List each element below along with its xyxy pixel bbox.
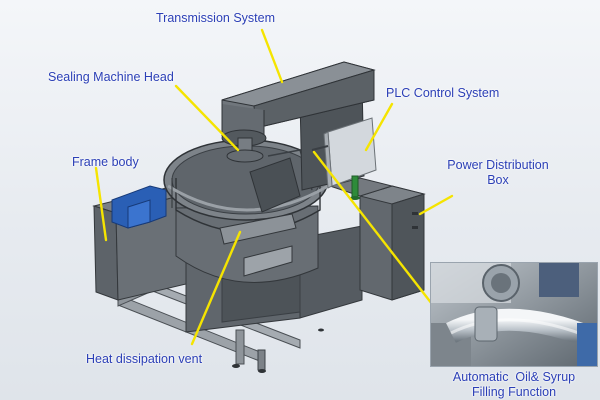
label-transmission-system: Transmission System (156, 11, 276, 25)
label-power-distribution-line1: Power Distribution (447, 158, 549, 172)
transmission-assembly (221, 61, 376, 191)
green-filling-pipe (350, 175, 360, 200)
leader-oil-syrup (312, 150, 434, 306)
leader-heat-vent (190, 230, 242, 346)
blue-side-panel (111, 185, 167, 229)
leader-frame-body (94, 166, 108, 242)
leader-plc (364, 102, 394, 152)
inset-photo-drawing (431, 263, 597, 366)
label-plc-control-system: PLC Control System (386, 86, 500, 100)
inset-photo (430, 262, 598, 367)
label-power-distribution-line2: Box (487, 173, 509, 187)
label-sealing-machine-head: Sealing Machine Head (48, 70, 174, 84)
label-oil-syrup-filling: Automatic Oil& Syrup Filling Function (432, 370, 596, 400)
label-frame-body: Frame body (72, 155, 139, 169)
label-heat-dissipation-vent: Heat dissipation vent (86, 352, 203, 366)
leader-power-box (418, 194, 454, 216)
label-oil-syrup-line2: Filling Function (471, 385, 557, 399)
leader-transmission (260, 28, 284, 84)
leader-sealing-head (174, 84, 240, 152)
leader-lines (94, 28, 454, 346)
label-oil-syrup-line1: Automatic Oil& Syrup (452, 370, 576, 384)
label-power-distribution-box: Power Distribution Box (436, 158, 560, 188)
